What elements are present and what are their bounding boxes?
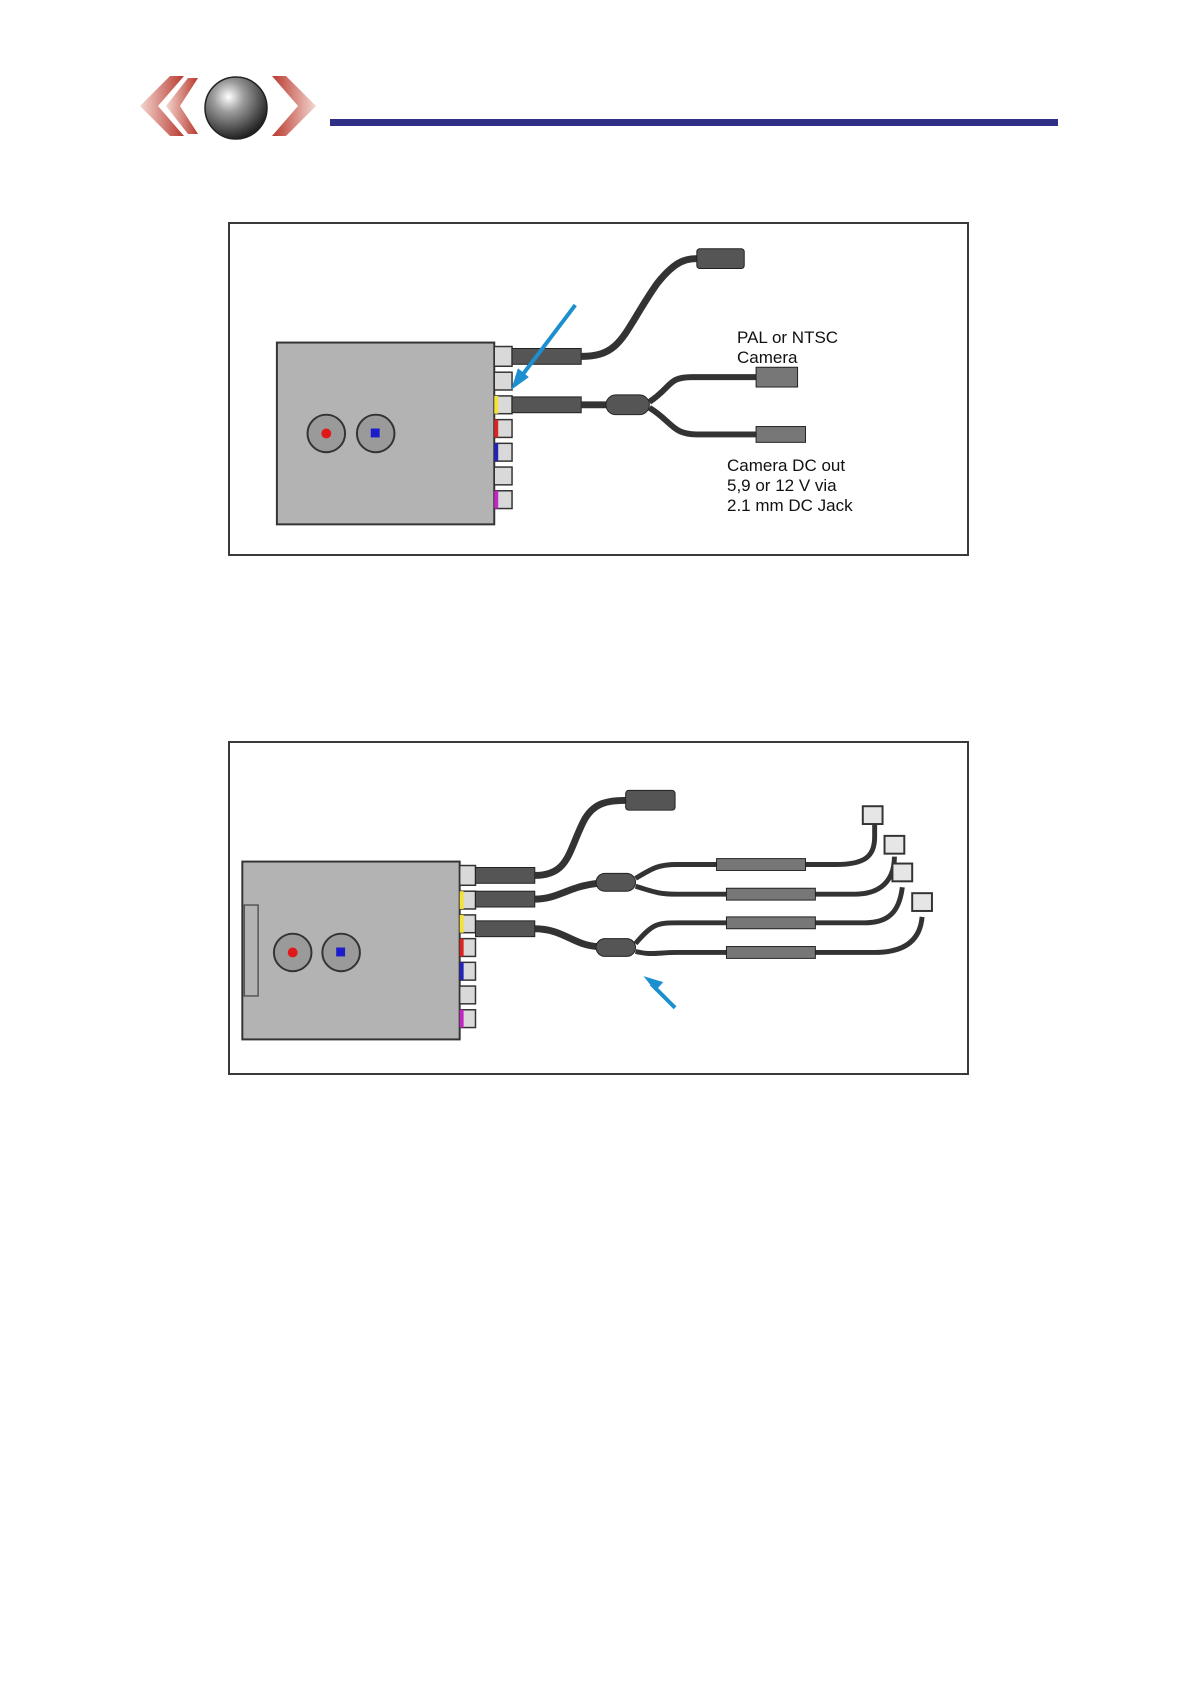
connector-top — [512, 348, 581, 364]
bnc-male-connector — [756, 367, 797, 387]
cable-splitter-2 — [596, 939, 636, 957]
header-rule — [330, 119, 1058, 126]
connector-bnc-female — [697, 249, 744, 269]
camera-lead-connectors — [717, 859, 816, 959]
diagram-2-drawing — [230, 743, 967, 1073]
diagram-multi-camera — [228, 741, 969, 1075]
camera-label-line1: PAL or NTSC — [737, 328, 838, 348]
cable-branch-video — [649, 377, 756, 402]
cable-top — [581, 259, 702, 357]
dc-label-line3: 2.1 mm DC Jack — [727, 496, 853, 516]
cable-branch-power — [649, 408, 756, 435]
camera-icons — [863, 806, 932, 911]
dc-jack-connector — [756, 427, 805, 443]
device-ports — [460, 866, 476, 1028]
company-logo — [140, 70, 330, 145]
connector-split-1 — [475, 891, 534, 907]
connector-split-2 — [475, 921, 534, 937]
record-indicator-icon — [288, 948, 298, 958]
diagram-1-drawing — [230, 224, 967, 554]
camera-label-line2: Camera — [737, 348, 797, 368]
logo-sphere — [205, 77, 267, 139]
cable-split-2 — [535, 929, 598, 947]
dc-label-line1: Camera DC out — [727, 456, 845, 476]
cable-splitter-1 — [596, 873, 636, 891]
connector-middle — [512, 397, 581, 413]
record-indicator-icon — [321, 429, 331, 439]
dc-label-line2: 5,9 or 12 V via — [727, 476, 837, 496]
pointer-arrow-1 — [517, 305, 575, 382]
connector-top — [475, 867, 534, 883]
logo-right-arrow — [272, 76, 316, 136]
connector-bnc-female — [626, 790, 675, 810]
cable-splitter — [606, 395, 649, 415]
stop-indicator-icon — [336, 948, 345, 957]
diagram-single-camera: PAL or NTSC Camera Camera DC out 5,9 or … — [228, 222, 969, 556]
cable-split-1 — [535, 883, 598, 899]
cable-top — [535, 800, 628, 875]
device-ports — [494, 347, 512, 509]
stop-indicator-icon — [371, 429, 380, 438]
